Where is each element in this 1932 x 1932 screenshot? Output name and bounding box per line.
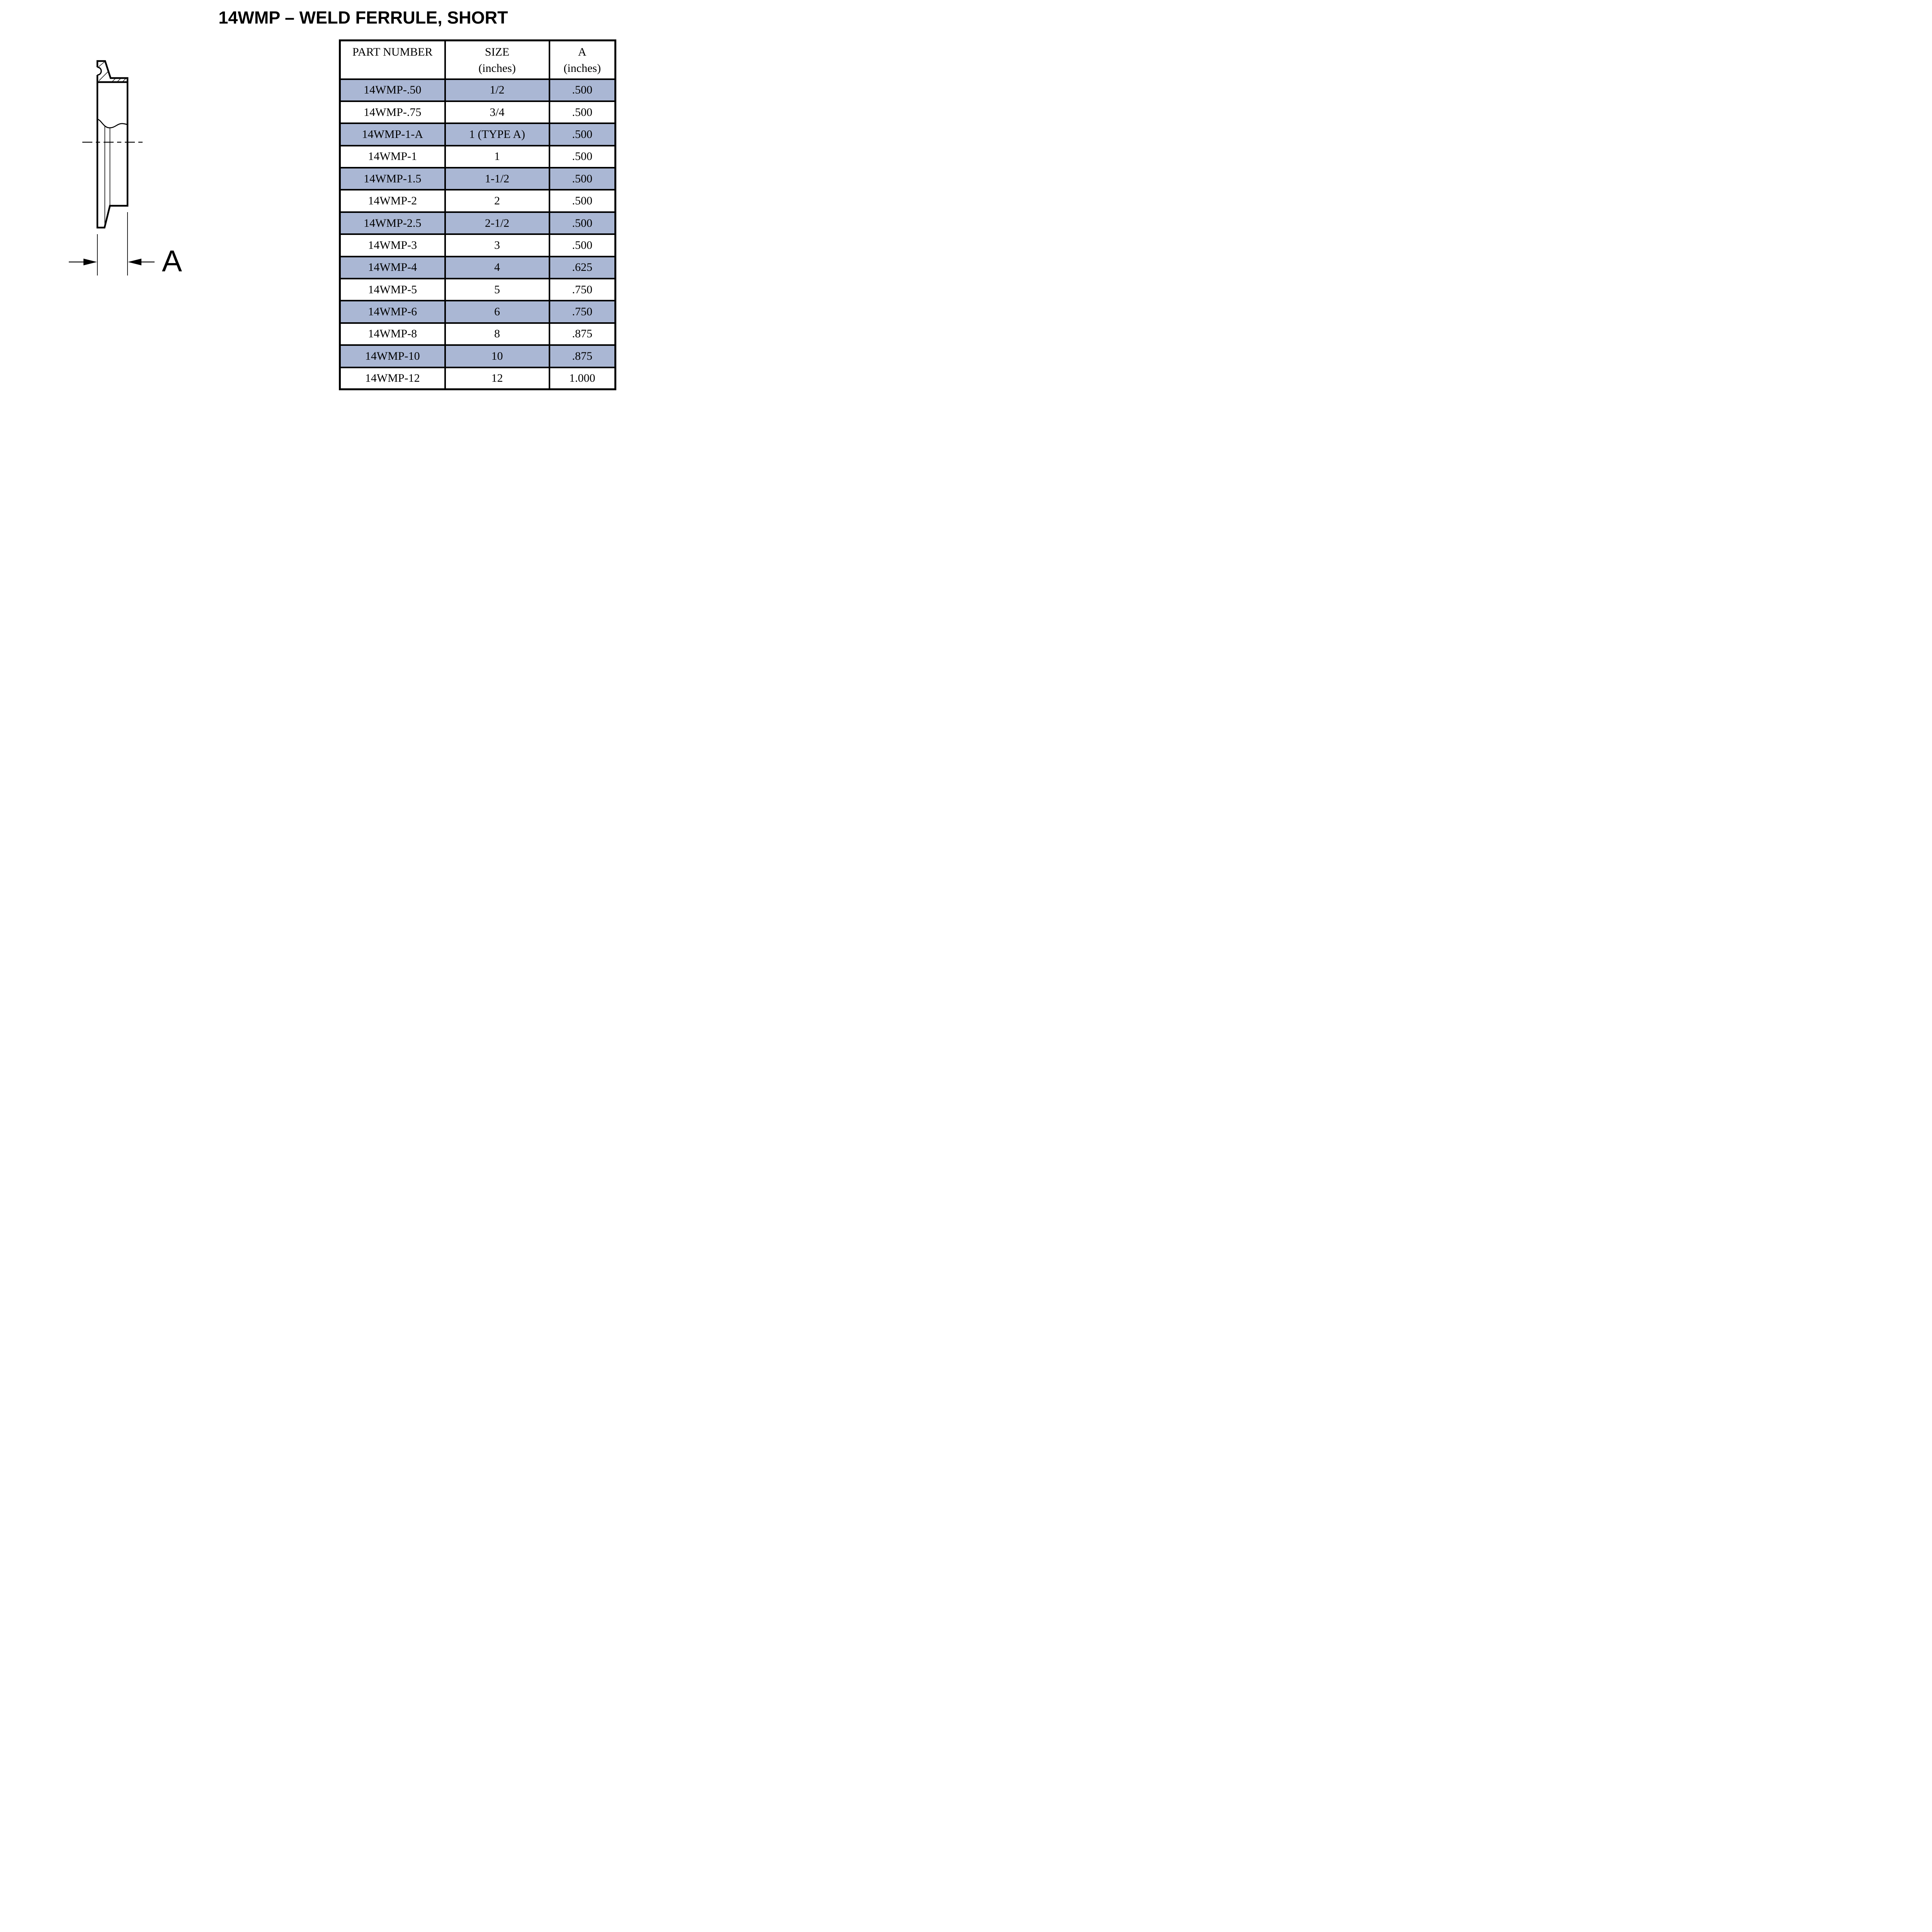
size-cell: 1 (TYPE A)	[444, 122, 550, 146]
a-cell: .500	[548, 145, 616, 169]
size-cell: 6	[444, 300, 550, 324]
size-cell: 5	[444, 278, 550, 302]
header-part-number-line1: PART NUMBER	[352, 46, 433, 58]
a-cell: .875	[548, 344, 616, 368]
part-number-cell: 14WMP-.50	[339, 78, 446, 102]
catalog-page: 14WMP – WELD FERRULE, SHORT	[0, 0, 618, 398]
dimension-arrow-right	[128, 259, 141, 265]
hatch-lines	[99, 61, 126, 82]
a-cell: 1.000	[548, 366, 616, 390]
size-cell: 2	[444, 189, 550, 213]
spec-table-header: PART NUMBER SIZE (inches) A (inches)	[339, 39, 616, 80]
a-cell: .500	[548, 78, 616, 102]
part-number-cell: 14WMP-2.5	[339, 211, 446, 235]
a-cell: .500	[548, 189, 616, 213]
a-cell: .500	[548, 233, 616, 257]
part-number-cell: 14WMP-12	[339, 366, 446, 390]
part-number-cell: 14WMP-2	[339, 189, 446, 213]
page-title: 14WMP – WELD FERRULE, SHORT	[218, 8, 508, 27]
dimension-arrow-left	[83, 259, 97, 265]
header-a: A (inches)	[548, 39, 616, 80]
a-cell: .500	[548, 211, 616, 235]
a-cell: .500	[548, 100, 616, 124]
part-number-cell: 14WMP-6	[339, 300, 446, 324]
size-cell: 1-1/2	[444, 167, 550, 191]
header-a-line1: A	[578, 46, 587, 58]
size-cell: 8	[444, 322, 550, 346]
size-cell: 4	[444, 255, 550, 280]
size-cell: 3	[444, 233, 550, 257]
a-cell: .750	[548, 300, 616, 324]
size-cell: 3/4	[444, 100, 550, 124]
gasket-groove-arc	[97, 66, 102, 76]
header-size-line2: (inches)	[478, 62, 516, 75]
part-number-cell: 14WMP-8	[339, 322, 446, 346]
part-number-cell: 14WMP-3	[339, 233, 446, 257]
header-size-line1: SIZE	[485, 46, 510, 58]
dimension-label: A	[162, 244, 182, 278]
header-a-line2: (inches)	[563, 62, 601, 75]
size-cell: 2-1/2	[444, 211, 550, 235]
header-size: SIZE (inches)	[444, 39, 550, 80]
a-cell: .750	[548, 278, 616, 302]
a-cell: .625	[548, 255, 616, 280]
part-number-cell: 14WMP-1.5	[339, 167, 446, 191]
part-number-cell: 14WMP-4	[339, 255, 446, 280]
size-cell: 10	[444, 344, 550, 368]
ferrule-outer-profile	[96, 60, 129, 229]
ferrule-drawing: A	[69, 60, 182, 278]
a-cell: .500	[548, 122, 616, 146]
part-number-cell: 14WMP-1-A	[339, 122, 446, 146]
part-number-cell: 14WMP-10	[339, 344, 446, 368]
part-number-cell: 14WMP-5	[339, 278, 446, 302]
a-cell: .500	[548, 167, 616, 191]
size-cell: 1/2	[444, 78, 550, 102]
part-number-cell: 14WMP-.75	[339, 100, 446, 124]
header-part-number: PART NUMBER	[339, 39, 446, 80]
break-line	[97, 118, 128, 129]
spec-table: PART NUMBER SIZE (inches) A (inches)	[339, 39, 616, 391]
a-cell: .875	[548, 322, 616, 346]
size-cell: 1	[444, 145, 550, 169]
part-number-cell: 14WMP-1	[339, 145, 446, 169]
size-cell: 12	[444, 366, 550, 390]
